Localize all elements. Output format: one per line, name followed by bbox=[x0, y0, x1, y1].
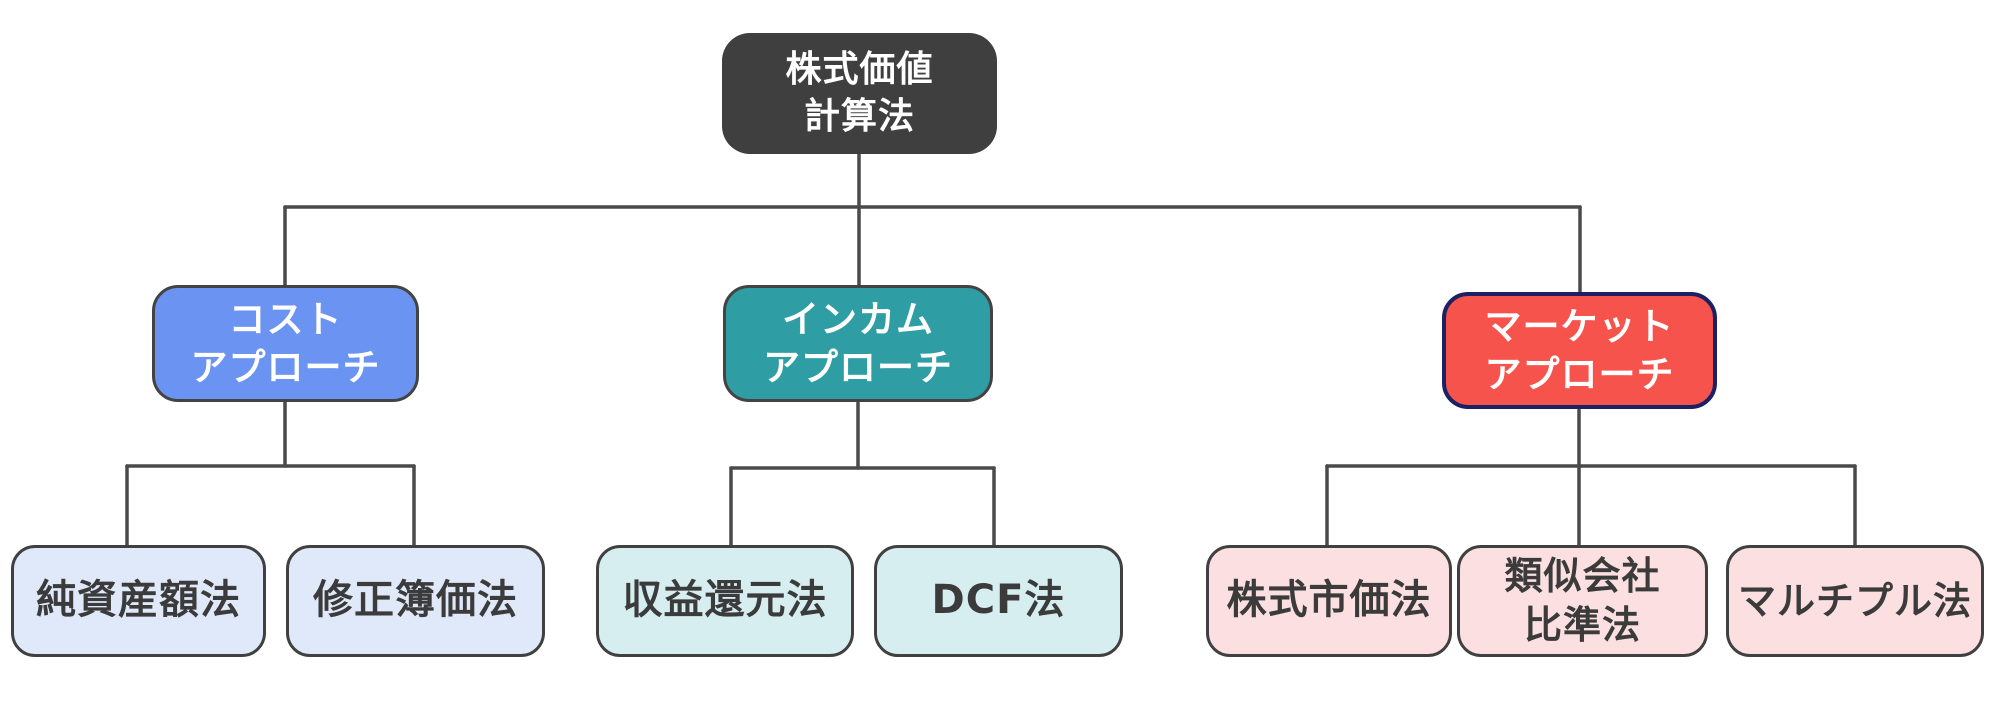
leaf-node-dcf-method: DCF法 bbox=[874, 545, 1123, 657]
leaf-node-capitalized-earnings-method: 収益還元法 bbox=[596, 545, 854, 657]
leaf-node-net-asset-method: 純資産額法 bbox=[11, 545, 266, 657]
cost-approach-node: コスト アプローチ bbox=[152, 285, 419, 402]
leaf-node-market-price-method: 株式市価法 bbox=[1206, 545, 1452, 657]
root-node-stock-value-calculation: 株式価値 計算法 bbox=[722, 33, 997, 154]
income-approach-node: インカム アプローチ bbox=[723, 285, 993, 402]
leaf-node-adjusted-book-value-method: 修正簿価法 bbox=[286, 545, 545, 657]
leaf-node-multiple-method: マルチプル法 bbox=[1726, 545, 1984, 657]
market-approach-node: マーケット アプローチ bbox=[1442, 292, 1717, 409]
leaf-node-comparable-company-method: 類似会社 比準法 bbox=[1457, 545, 1708, 657]
